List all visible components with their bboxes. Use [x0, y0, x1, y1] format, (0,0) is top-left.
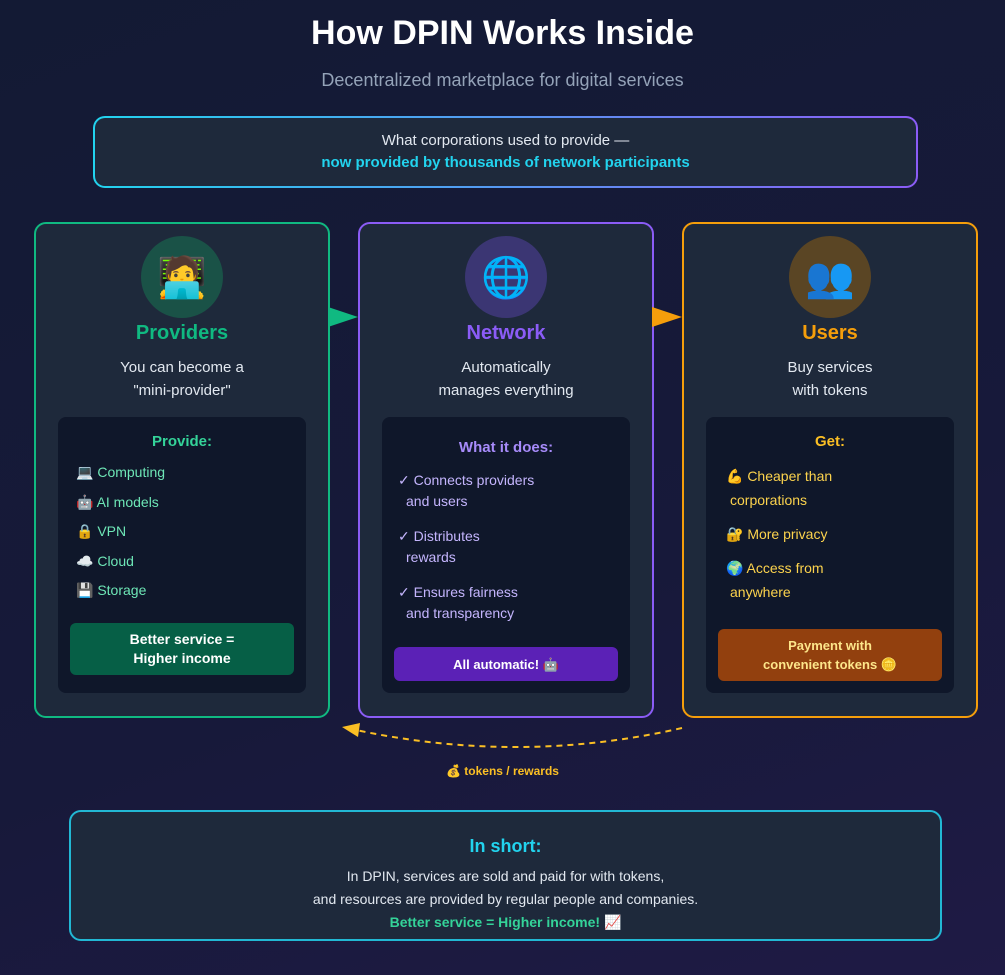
list-item: 🔐 More privacy [726, 522, 954, 546]
btn-line: Payment with [788, 638, 872, 653]
network-card: 🌐 Network Automatically manages everythin… [358, 222, 654, 718]
list-item: 🔒 VPN [76, 523, 306, 553]
summary-line: In DPIN, services are sold and paid for … [346, 868, 665, 884]
sub-line: Buy services [787, 359, 873, 376]
network-title: Network [466, 322, 546, 344]
btn-line: Better service = [129, 631, 235, 647]
summary-box: In short: In DPIN, services are sold and… [69, 810, 942, 941]
flow-label: 💰 tokens / rewards [446, 764, 559, 778]
item-line: 🌍 Access from [726, 560, 824, 576]
panel-title: Provide: [151, 433, 212, 450]
btn-line: Higher income [133, 650, 231, 666]
globe-icon: 🌐 [465, 236, 547, 318]
item-label: Cloud [97, 552, 134, 569]
list-item: 💪 Cheaper than corporations [726, 464, 954, 512]
btn-line: convenient tokens 🪙 [763, 657, 897, 672]
sub-line: manages everything [438, 382, 574, 399]
list-item: 💾 Storage [76, 582, 306, 612]
list-item: 💻 Computing [76, 464, 306, 494]
sub-line: with tokens [792, 382, 868, 399]
item-label: AI models [96, 493, 159, 510]
providers-card: 🧑‍💻 Providers You can become a "mini-prov… [34, 222, 330, 718]
users-card: 👥 Users Buy services with tokens Get: 💪 C… [682, 222, 978, 718]
users-title: Users [802, 322, 858, 344]
page-subtitle: Decentralized marketplace for digital se… [321, 70, 684, 90]
banner-line-2: now provided by thousands of network par… [321, 154, 690, 171]
providers-highlight: Better service = Higher income [70, 623, 294, 675]
item-line: and users [406, 493, 468, 509]
laptop-icon: 💻 [76, 464, 94, 480]
item-label: VPN [97, 523, 127, 539]
item-label: Computing [97, 464, 166, 480]
item-line: and transparency [406, 605, 515, 621]
sub-line: You can become a [120, 359, 244, 376]
banner-line-1: What corporations used to provide — [381, 132, 630, 149]
summary-title: In short: [469, 836, 542, 856]
rewards-flow-arrow [342, 723, 683, 749]
item-line: 💪 Cheaper than [726, 468, 833, 484]
list-item: ✓ Connects providers and users [398, 470, 630, 512]
dashed-curve [355, 727, 683, 749]
arrow-right-icon [328, 307, 358, 327]
summary-highlight: Better service = Higher income! 📈 [389, 914, 622, 930]
item-line: rewards [406, 549, 456, 565]
sub-line: Automatically [461, 359, 551, 376]
list-item: ☁️ Cloud [76, 553, 306, 583]
developer-icon: 🧑‍💻 [141, 236, 223, 318]
users-icon: 👥 [789, 236, 871, 318]
users-subtitle: Buy services with tokens [684, 356, 976, 402]
panel-title: Get: [815, 433, 845, 450]
intro-banner: What corporations used to provide — now … [93, 116, 918, 188]
list-item: ✓ Distributes rewards [398, 526, 630, 568]
cloud-icon: ☁️ [76, 552, 94, 569]
users-highlight: Payment with convenient tokens 🪙 [718, 629, 942, 681]
item-line: corporations [730, 492, 808, 508]
get-panel: Get: 💪 Cheaper than corporations 🔐 More p… [706, 417, 954, 693]
sub-line: "mini-provider" [133, 382, 231, 399]
robot-icon: 🤖 [76, 493, 94, 510]
floppy-disk-icon: 💾 [76, 582, 94, 598]
arrowhead-icon [342, 723, 360, 737]
provide-panel: Provide: 💻 Computing 🤖 AI models 🔒 VPN ☁… [58, 417, 306, 693]
network-subtitle: Automatically manages everything [360, 356, 652, 402]
panel-title: What it does: [458, 439, 554, 456]
item-line: ✓ Distributes [398, 528, 480, 544]
network-highlight: All automatic! 🤖 [394, 647, 618, 681]
summary-line: and resources are provided by regular pe… [312, 891, 699, 907]
lock-icon: 🔒 [76, 523, 94, 539]
providers-title: Providers [135, 322, 229, 344]
item-line: ✓ Ensures fairness [398, 584, 518, 600]
list-item: 🌍 Access from anywhere [726, 556, 954, 604]
providers-subtitle: You can become a "mini-provider" [36, 356, 328, 402]
item-line: anywhere [730, 584, 791, 600]
item-label: Storage [97, 582, 147, 598]
page-title: How DPIN Works Inside [311, 14, 694, 52]
list-item: ✓ Ensures fairness and transparency [398, 582, 630, 624]
item-line: ✓ Connects providers [398, 472, 535, 488]
list-item: 🤖 AI models [76, 494, 306, 524]
item-line: 🔐 More privacy [726, 526, 828, 542]
arrow-right-icon [652, 307, 682, 327]
what-it-does-panel: What it does: ✓ Connects providers and us… [382, 417, 630, 693]
